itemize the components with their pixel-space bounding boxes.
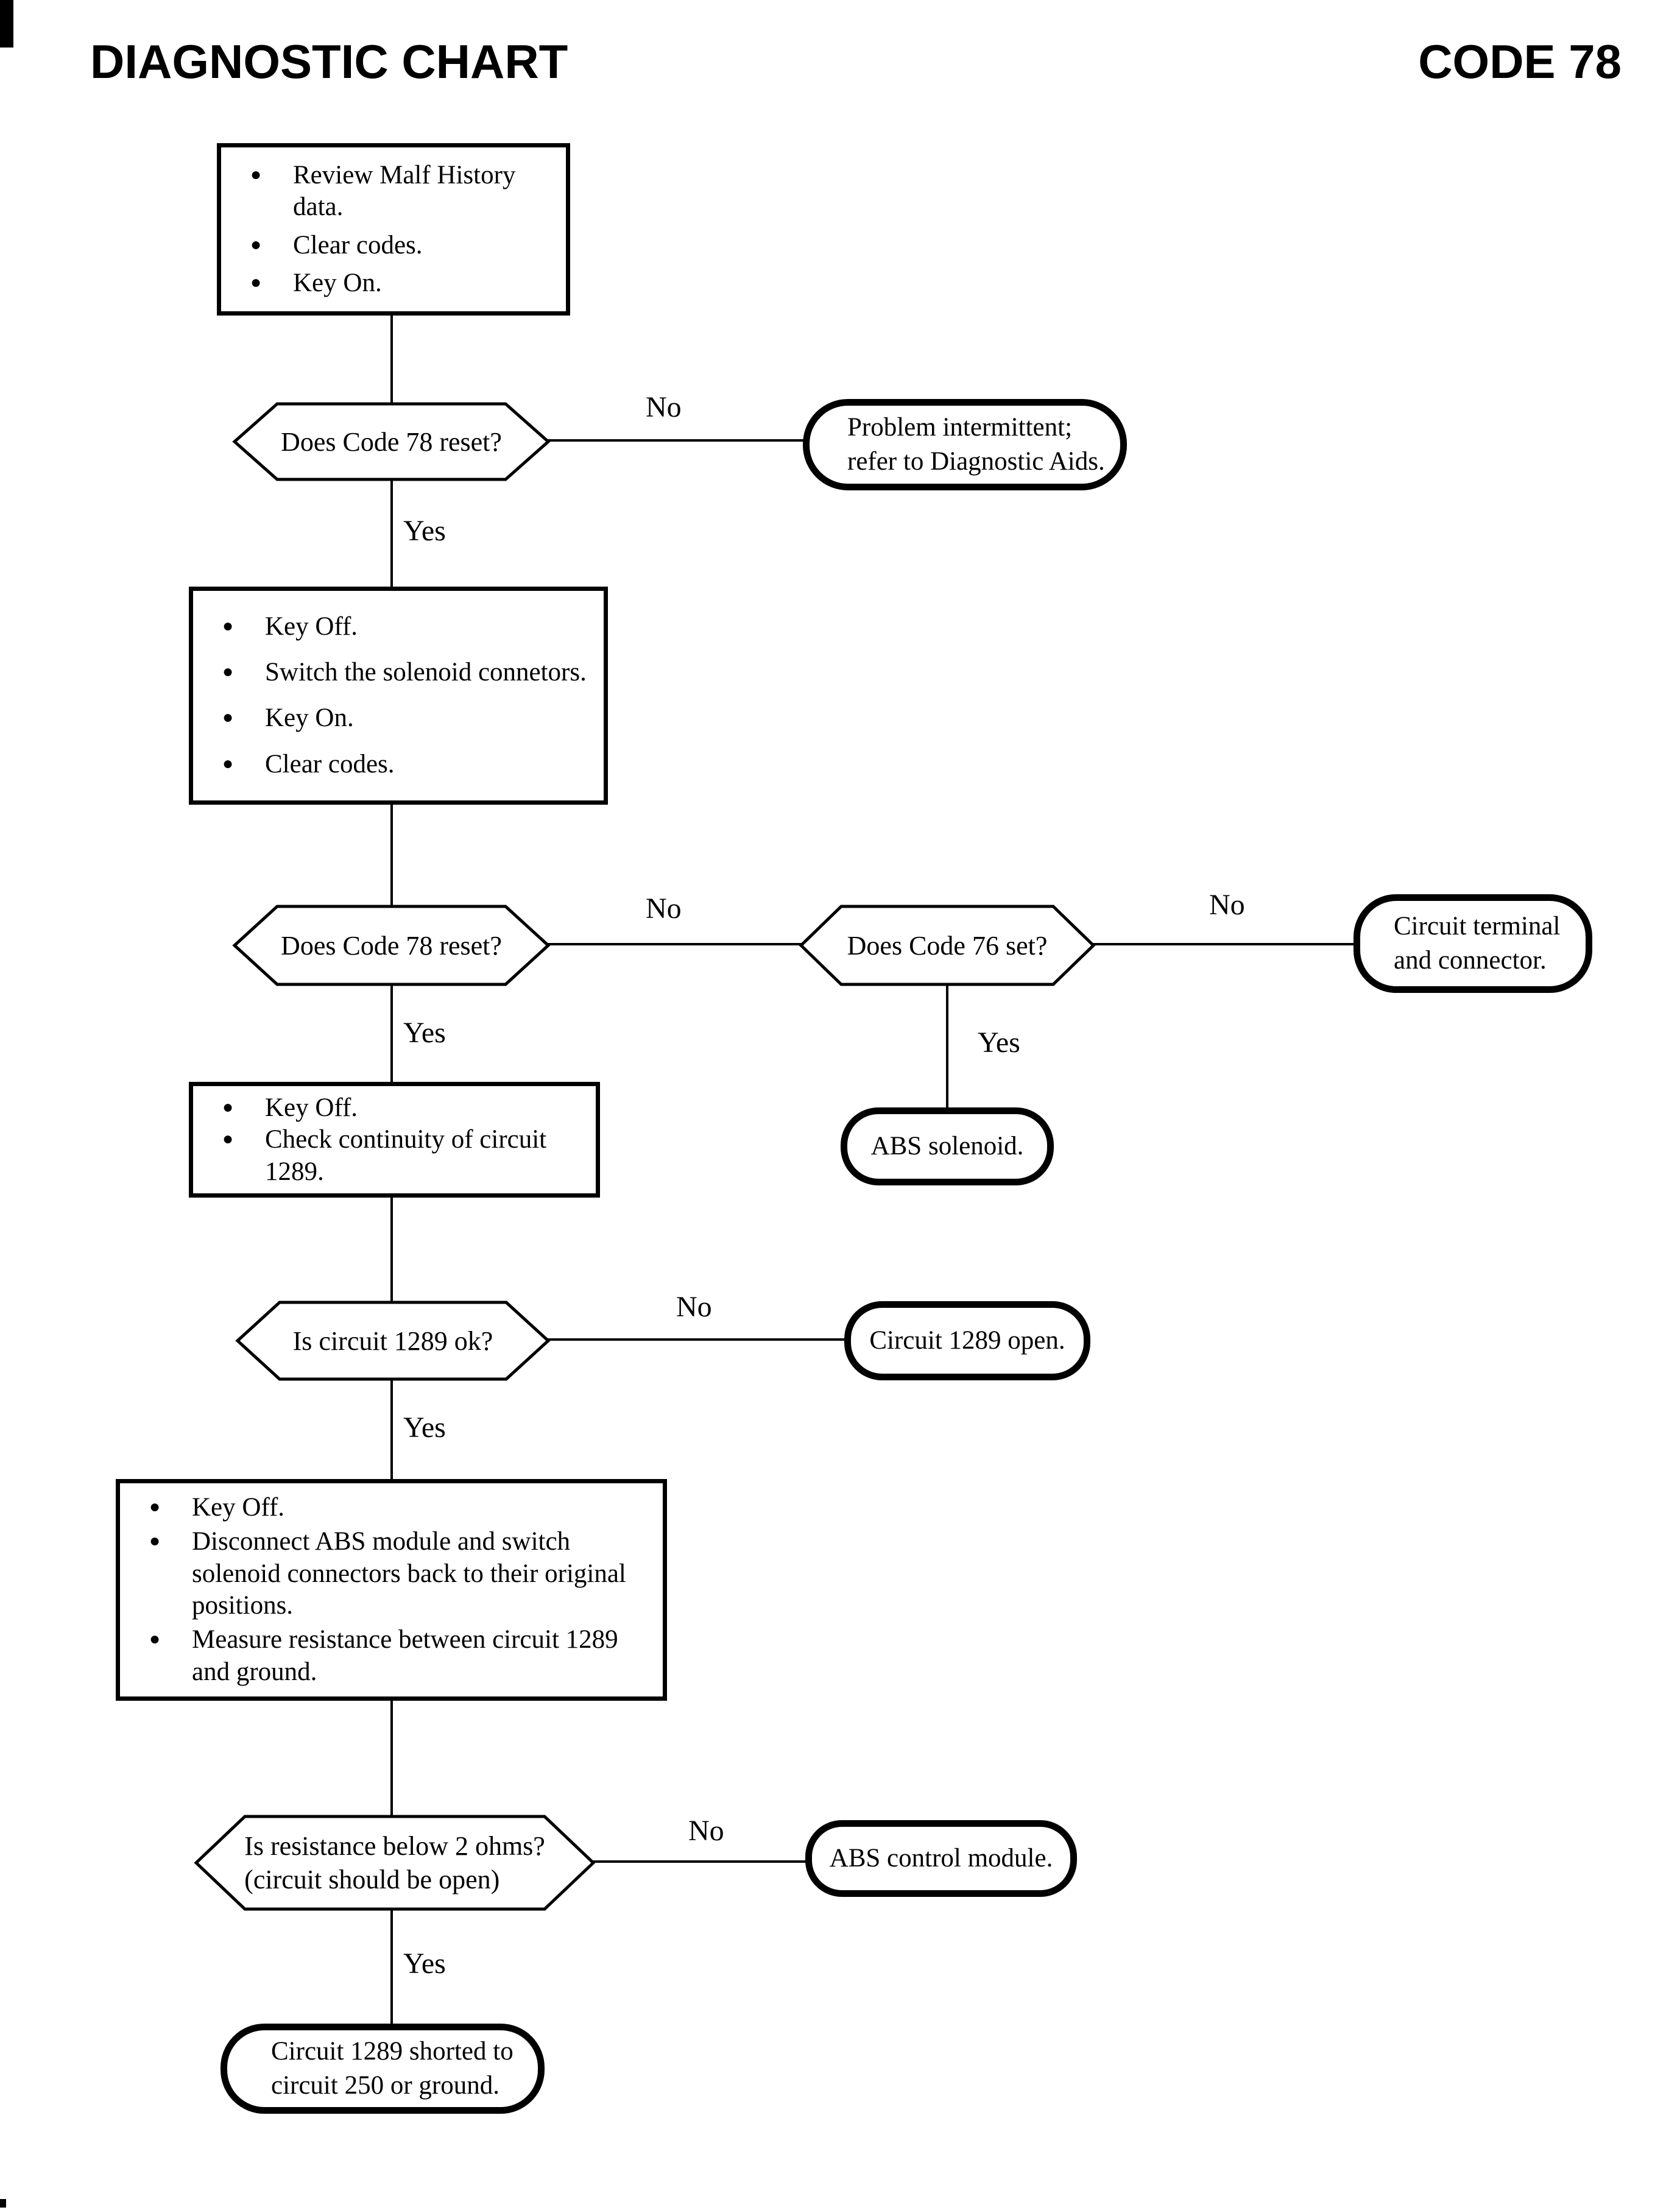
bullet-item: ● Measure resistance between circuit 128… <box>149 1624 649 1688</box>
terminal-circuit-1289-shorted: Circuit 1289 shorted to circuit 250 or g… <box>221 2024 545 2114</box>
bullet-icon: ● <box>250 234 262 255</box>
bullet-text: Switch the solenoid connetors. <box>265 658 587 687</box>
bullet-icon: ● <box>222 1129 234 1149</box>
bullet-item: ● Key On. <box>250 267 552 299</box>
bullet-icon: ● <box>149 1496 161 1517</box>
scan-artifact-bottom-left <box>0 2199 6 2208</box>
terminal-problem-intermittent: Problem intermittent; refer to Diagnosti… <box>803 399 1127 490</box>
bullet-text: Key Off. <box>265 612 358 641</box>
start-box: ● Review Malf History data. ● Clear code… <box>217 143 570 316</box>
decision-code78-reset-1: Does Code 78 reset? <box>232 402 551 481</box>
edge-label-yes-2: Yes <box>403 1017 446 1049</box>
terminal-text: ABS solenoid. <box>870 1132 1024 1161</box>
edge-label-no-3: No <box>1209 889 1245 921</box>
edge-label-no-4: No <box>676 1291 712 1323</box>
bullet-item: ● Clear codes. <box>222 749 590 780</box>
bullet-icon: ● <box>149 1531 161 1552</box>
terminal-text: ABS control module. <box>829 1844 1053 1873</box>
hexagon-shape <box>235 1301 551 1381</box>
bullet-text: Review Malf History data. <box>293 160 516 222</box>
bullet-item: ● Switch the solenoid connetors. <box>222 657 590 688</box>
decision-label: Is resistance below 2 ohms? (circuit sho… <box>196 1816 593 1909</box>
terminal-abs-solenoid: ABS solenoid. <box>841 1107 1054 1185</box>
decision-label: Does Code 78 reset? <box>281 426 502 457</box>
connector-line <box>390 1196 393 1305</box>
connector-line <box>390 479 393 588</box>
switch-connectors-box: ● Key Off. ● Switch the solenoid conneto… <box>189 587 608 805</box>
bullet-text: Measure resistance between circuit 1289 … <box>192 1625 618 1686</box>
connector-line <box>390 1908 393 2026</box>
connector-line <box>390 314 393 405</box>
page-title: DIAGNOSTIC CHART <box>90 35 568 88</box>
decision-label: Is circuit 1289 ok? <box>292 1326 493 1356</box>
bullet-text: Clear codes. <box>265 749 395 778</box>
decision-label: Does Code 78 reset? <box>281 930 502 961</box>
bullet-icon: ● <box>250 164 262 185</box>
decision-code76-set: Does Code 76 set? <box>799 905 1096 986</box>
bullet-text: Key Off. <box>192 1492 285 1522</box>
edge-label-no-5: No <box>688 1815 724 1847</box>
terminal-text: Circuit 1289 open. <box>869 1326 1065 1355</box>
connector-line <box>1092 943 1356 945</box>
bullet-text: Key On. <box>293 268 382 297</box>
bullet-item: ● Disconnect ABS module and switch solen… <box>149 1526 649 1622</box>
bullet-item: ● Check continuity of circuit 1289. <box>222 1124 582 1188</box>
bullet-item: ● Key Off. <box>222 611 590 643</box>
hexagon-shape <box>194 1815 596 1911</box>
bullet-item: ● Key Off. <box>222 1092 582 1124</box>
bullet-item: ● Key On. <box>222 702 590 734</box>
terminal-text: Problem intermittent; refer to Diagnosti… <box>847 413 1105 476</box>
terminal-text: Circuit 1289 shorted to circuit 250 or g… <box>271 2037 514 2100</box>
bullet-icon: ● <box>222 662 234 682</box>
bullet-text: Key On. <box>265 704 354 733</box>
bullet-icon: ● <box>222 615 234 636</box>
measure-resistance-box: ● Key Off. ● Disconnect ABS module and s… <box>116 1479 667 1701</box>
decision-code78-reset-2: Does Code 78 reset? <box>232 905 551 986</box>
bullet-icon: ● <box>149 1629 161 1650</box>
decision-circuit-1289-ok: Is circuit 1289 ok? <box>235 1301 551 1381</box>
terminal-circuit-1289-open: Circuit 1289 open. <box>844 1301 1090 1380</box>
terminal-abs-control-module: ABS control module. <box>805 1820 1077 1897</box>
bullet-icon: ● <box>222 707 234 728</box>
bullet-text: Check continuity of circuit 1289. <box>265 1125 547 1186</box>
bullet-item: ● Review Malf History data. <box>250 160 552 224</box>
bullet-item: ● Key Off. <box>149 1492 649 1523</box>
connector-line <box>390 984 393 1084</box>
terminal-text: Circuit terminal and connector. <box>1394 912 1561 975</box>
check-continuity-box: ● Key Off. ● Check continuity of circuit… <box>189 1082 600 1198</box>
edge-label-yes-4: Yes <box>403 1411 446 1444</box>
bullet-text: Key Off. <box>265 1093 358 1122</box>
bullet-text: Clear codes. <box>293 230 423 259</box>
bullet-item: ● Clear codes. <box>250 230 552 261</box>
bullet-icon: ● <box>250 272 262 292</box>
terminal-circuit-terminal-connector: Circuit terminal and connector. <box>1354 894 1592 993</box>
connector-line <box>390 1378 393 1481</box>
decision-resistance-below-2ohms: Is resistance below 2 ohms? (circuit sho… <box>194 1815 596 1911</box>
scan-artifact-top-left <box>0 0 13 48</box>
edge-label-no-1: No <box>646 391 682 423</box>
connector-line <box>390 803 393 908</box>
hexagon-shape <box>799 905 1096 986</box>
edge-label-yes-1: Yes <box>403 515 446 547</box>
bullet-icon: ● <box>222 1097 234 1117</box>
edge-label-no-2: No <box>646 892 682 925</box>
connector-line <box>547 943 803 945</box>
connector-line <box>592 1860 808 1863</box>
connector-line <box>547 1338 847 1341</box>
connector-line <box>547 439 805 442</box>
hexagon-shape <box>232 905 551 986</box>
edge-label-yes-3: Yes <box>978 1026 1020 1059</box>
connector-line <box>390 1700 393 1818</box>
edge-label-yes-5: Yes <box>403 1947 446 1980</box>
connector-line <box>946 984 948 1110</box>
bullet-icon: ● <box>222 753 234 774</box>
hexagon-shape <box>232 402 551 481</box>
decision-label: Does Code 76 set? <box>847 930 1048 961</box>
bullet-text: Disconnect ABS module and switch solenoi… <box>192 1527 626 1620</box>
code-title: CODE 78 <box>1418 35 1622 88</box>
decision-label-lines: Is resistance below 2 ohms? (circuit sho… <box>244 1831 545 1894</box>
